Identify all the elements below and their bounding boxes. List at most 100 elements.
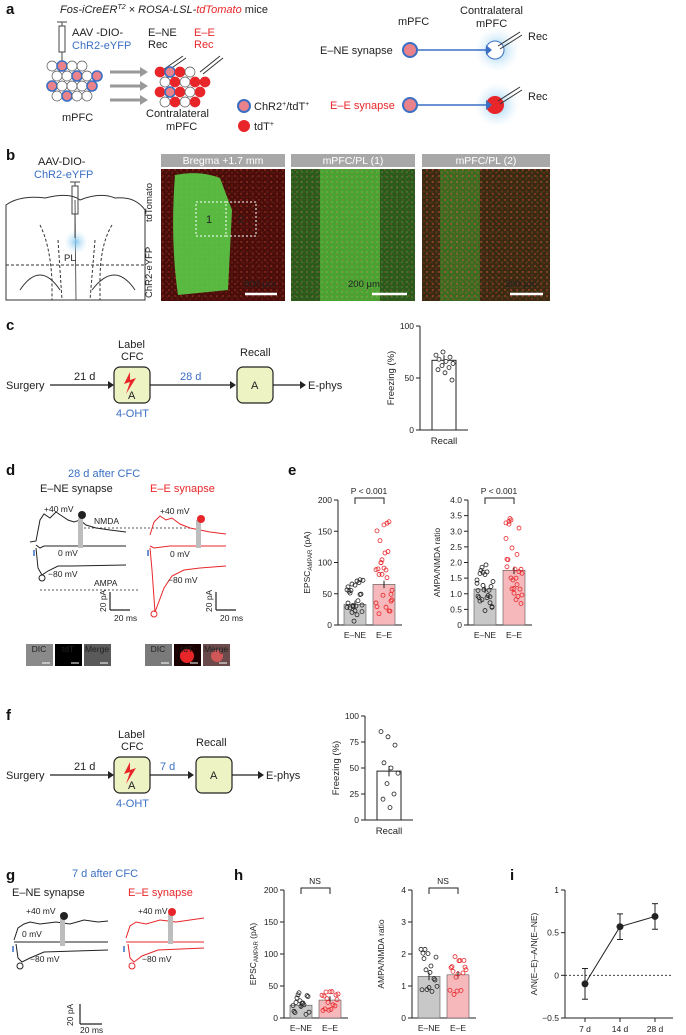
syringe-icon: [57, 21, 67, 64]
4oht-label-f: 4-OHT: [116, 798, 149, 810]
data-point: [344, 604, 350, 610]
image-header-1: Bregma +1.7 mm: [183, 155, 264, 167]
d-title: 28 d after CFC: [68, 468, 140, 480]
data-point: [423, 967, 429, 973]
cell-image-label: Merge: [85, 644, 109, 654]
panel-label-f: f: [6, 707, 12, 724]
cell-image: [145, 644, 172, 666]
data-point: [616, 923, 624, 931]
data-point: [421, 956, 427, 961]
neuron-cell: [61, 70, 73, 82]
significance-bracket: [300, 887, 331, 894]
scale-bar-g: [79, 1004, 102, 1025]
d-nmda: NMDA: [94, 516, 119, 526]
data-point: [488, 584, 494, 589]
x-category-label: E–E: [450, 1023, 466, 1033]
neuron-cell: [164, 86, 176, 98]
legend-tdt: tdT+: [254, 121, 274, 133]
data-point: [379, 557, 385, 563]
data-point: [512, 566, 518, 572]
data-point: [344, 587, 350, 593]
neuron-cell: [51, 90, 63, 102]
y-tick-label: 75: [350, 737, 360, 747]
data-point: [385, 734, 391, 740]
neuron-cell: [46, 80, 58, 92]
data-point: [479, 564, 485, 570]
neuron-cell: [159, 76, 171, 88]
d-sb-pa2: 20 pA: [204, 589, 214, 612]
y-tick-label: 50: [405, 373, 415, 383]
panel-label-c: c: [6, 317, 14, 334]
ene-presynaptic-cell: [402, 42, 418, 58]
data-point: [384, 520, 390, 526]
data-point: [481, 587, 487, 593]
data-point: [359, 602, 365, 608]
d-ene-synapse: E–NE synapse: [40, 483, 113, 495]
y-tick-label: 1: [554, 885, 559, 895]
neuron-cell: [164, 66, 176, 78]
d-minus80-ene: −80 mV: [48, 569, 78, 579]
data-point: [511, 586, 517, 591]
data-point: [374, 528, 380, 534]
neuron-cell: [169, 96, 181, 108]
d-ee-synapse: E–E synapse: [150, 483, 215, 495]
y-tick-label: 50: [269, 981, 279, 991]
data-point: [326, 1007, 332, 1013]
aav-chr2-label-a: ChR2-eYFP: [72, 40, 131, 52]
y-axis-label: A/N(E–E)–A/N(E–NE): [529, 913, 539, 996]
g-ee-synapse: E–E synapse: [128, 887, 193, 899]
neuron-cell: [61, 90, 73, 102]
data-point: [387, 805, 393, 810]
side-labels: ChR2-eYFP tdTomato: [144, 183, 155, 298]
data-point: [516, 525, 522, 531]
cell-image-label: tdT: [62, 644, 74, 654]
data-point: [447, 354, 453, 360]
data-point: [376, 611, 382, 617]
y-tick-label: 3.5: [450, 511, 462, 521]
data-point: [519, 592, 525, 598]
days-7-label: 7 d: [160, 761, 175, 773]
y-tick-label: 100: [264, 949, 278, 959]
y-axis-label: AMPA/NMDA ratio: [376, 919, 386, 989]
chr2-side-label: ChR2-eYFP: [144, 247, 155, 298]
x-category-label: E–NE: [474, 630, 497, 640]
cfc-text-c: CFC: [121, 351, 144, 363]
g-minus80-ee: −80 mV: [142, 954, 172, 964]
neuron-cell: [154, 66, 166, 78]
right-mpfc-label: mPFC: [398, 16, 429, 28]
data-point: [353, 603, 359, 609]
data-point: [450, 968, 456, 974]
g-plus40-ene: +40 mV: [26, 906, 56, 916]
data-point: [449, 377, 455, 383]
data-point: [486, 587, 492, 593]
data-point: [456, 958, 462, 964]
significance-label: P < 0.001: [481, 486, 518, 496]
data-point: [379, 571, 385, 577]
tdtomato-side-label: tdTomato: [144, 183, 155, 222]
neuron-cell: [179, 96, 191, 108]
panel-label-b: b: [6, 147, 15, 164]
data-point: [376, 572, 382, 577]
data-point: [374, 604, 380, 610]
data-point: [290, 1003, 296, 1009]
y-tick-label: 100: [345, 711, 359, 721]
data-point: [291, 1008, 297, 1014]
data-point: [519, 570, 525, 576]
data-point: [380, 796, 386, 802]
data-point: [434, 983, 440, 989]
y-tick-label: 200: [264, 885, 278, 895]
right-contra-label-2: mPFC: [476, 18, 507, 30]
y-tick-label: 0: [554, 970, 559, 980]
image-header-3: mPFC/PL (2): [456, 155, 517, 167]
title-line: Fos-iCreERT2 × ROSA-LSL-tdTomato mice: [60, 4, 268, 16]
data-point: [452, 954, 458, 960]
g-sb-pa: 20 pA: [65, 1003, 75, 1026]
data-point: [489, 604, 495, 610]
data-point: [581, 980, 589, 988]
data-point: [449, 964, 455, 970]
data-point: [433, 954, 439, 960]
data-point: [461, 957, 467, 963]
contra-cell-cluster: [154, 66, 211, 108]
neuron-cell: [76, 60, 88, 72]
